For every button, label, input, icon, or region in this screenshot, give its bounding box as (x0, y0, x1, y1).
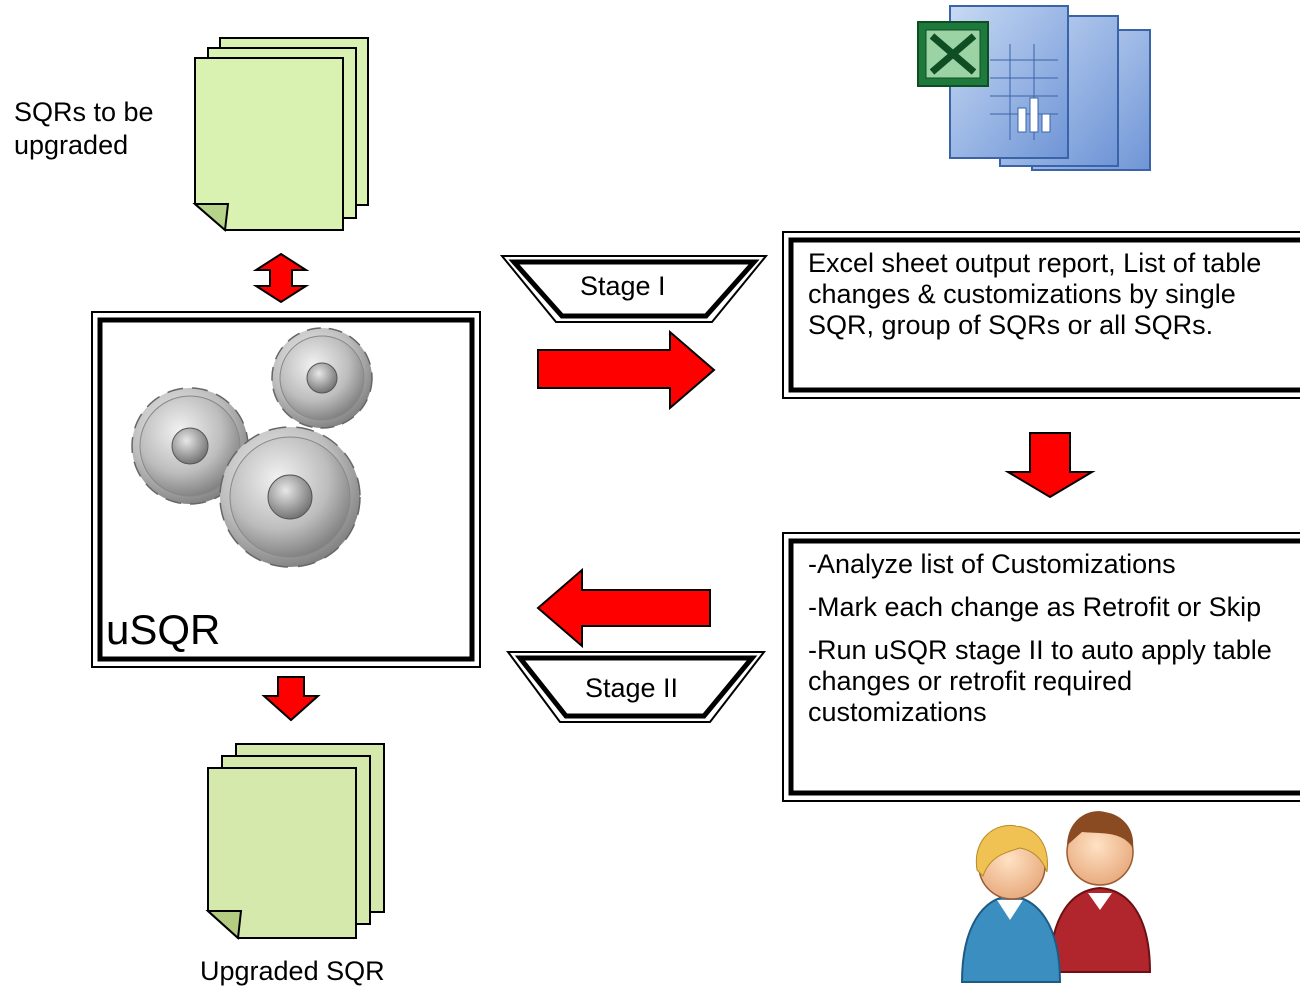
analysis-arrow-icon (1004, 432, 1096, 499)
input-document-stack-icon (192, 37, 369, 232)
steps-list: -Analyze list of Customizations -Mark ea… (808, 549, 1288, 740)
stage1-arrow-icon (537, 329, 716, 411)
excel-sheets-icon (917, 5, 1151, 171)
users-icon (960, 811, 1152, 983)
stage1-trapezoid (499, 255, 769, 323)
input-docs-label: SQRs to be upgraded (14, 97, 154, 160)
step-item-run: -Run uSQR stage II to auto apply table c… (808, 635, 1272, 727)
stage2-arrow-icon (536, 567, 711, 649)
output-arrow-icon (261, 676, 321, 722)
report-box-text: Excel sheet output report, List of table… (808, 248, 1262, 340)
stage2-trapezoid (506, 651, 767, 723)
stage1-label: Stage I (580, 271, 666, 301)
step-item-mark: -Mark each change as Retrofit or Skip (808, 592, 1262, 622)
sync-double-arrow-icon (252, 252, 310, 304)
output-document-stack-icon (205, 743, 385, 941)
gears-icon (131, 327, 373, 568)
steps-box-frame (782, 532, 1300, 802)
step-item-analyze: -Analyze list of Customizations (808, 549, 1176, 579)
stage2-label: Stage II (585, 673, 679, 703)
report-box-frame (782, 231, 1300, 399)
output-docs-label: Upgraded SQR (200, 956, 385, 986)
engine-label: uSQR (106, 606, 221, 653)
